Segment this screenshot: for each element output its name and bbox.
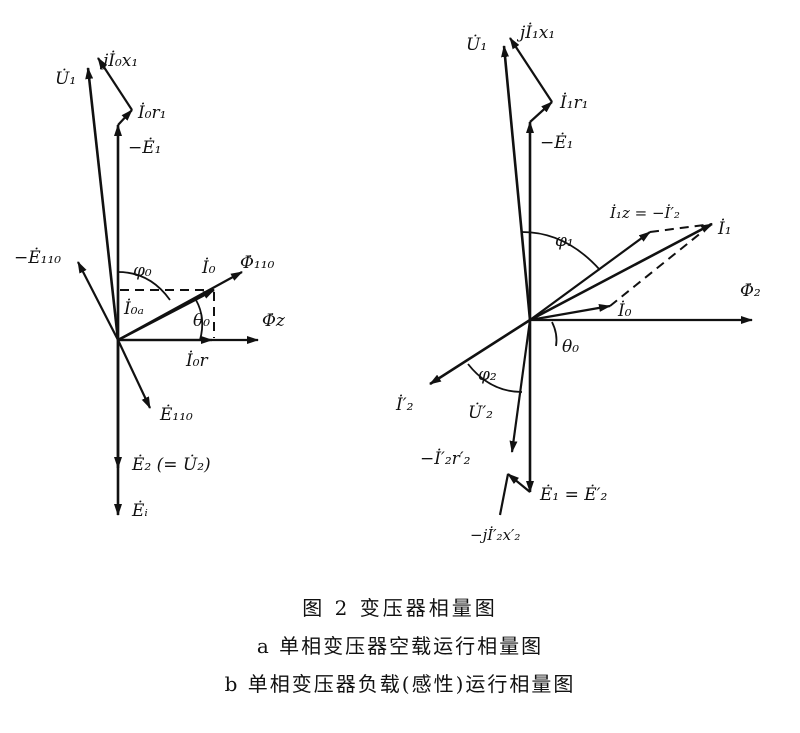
label-phi1: φ₁ (555, 231, 574, 251)
arc-theta0-a (195, 299, 204, 341)
label-i0r: İ₀r (185, 350, 209, 371)
label-e110: Ė₁₁₀ (159, 404, 193, 425)
label-i1: İ₁ (717, 218, 732, 239)
vector-i2p (429, 318, 531, 386)
vector-u2p (509, 319, 532, 453)
diagram-a: U̇₁ jİ₀x₁ İ₀r₁ −Ė₁ −Ė₁₁₀ φ₀ İ₀ Φ̇₁₁₀ İ₀ₐ… (14, 50, 286, 521)
vector-i1 (529, 222, 713, 322)
vector-i0-b (529, 303, 611, 322)
label-neg-ji2x2: −jİ′₂x′₂ (470, 526, 520, 544)
label-phi110: Φ̇₁₁₀ (240, 253, 275, 273)
figure-caption-title: 图 2 变压器相量图 (302, 596, 498, 620)
vector-ji1x1 (509, 37, 553, 103)
label-phi0: φ₀ (133, 261, 152, 281)
label-i2p: İ′₂ (395, 394, 414, 415)
label-e2-a: Ė₂ (= U̇₂) (131, 454, 211, 475)
vector-neg-i2r2 (507, 473, 531, 493)
label-neg-e1-a: −Ė₁ (128, 137, 161, 158)
arc-phi2 (467, 363, 523, 393)
label-theta0-b: θ₀ (562, 337, 579, 357)
label-theta0-a: θ₀ (193, 311, 210, 331)
dash-i0-to-i1 (609, 223, 713, 307)
label-i1r1: İ₁r₁ (559, 92, 588, 113)
label-u2p: U̇′₂ (468, 403, 493, 423)
figure-caption-b: b 单相变压器负载(感性)运行相量图 (224, 672, 576, 696)
label-phi2-angle: φ₂ (478, 365, 497, 385)
vector-neg-ji2x2 (498, 473, 510, 516)
label-e1-eq-e2p: Ė₁ = Ė′₂ (539, 484, 608, 505)
diagram-b: U̇₁ jİ₁x₁ İ₁r₁ −Ė₁ φ₁ İ₁z = −İ′₂ İ₁ Φ̇₂ … (395, 22, 761, 544)
label-neg-e1-b: −Ė₁ (540, 132, 573, 153)
label-i1z: İ₁z = −İ′₂ (609, 204, 680, 222)
vector-u1-a (85, 67, 120, 341)
arc-phi1 (521, 231, 601, 271)
vector-i0-a (117, 288, 215, 342)
label-neg-i2r2: −İ′₂r′₂ (420, 448, 471, 469)
label-u1-a: U̇₁ (55, 69, 76, 89)
label-ji1x1: jİ₁x₁ (516, 22, 555, 43)
vector-ji0x1-a (97, 57, 133, 111)
figure-caption-a: a 单相变压器空载运行相量图 (256, 634, 544, 658)
label-i0-a: İ₀ (201, 257, 216, 278)
arc-phi0-a (117, 271, 171, 301)
vector-e110 (117, 339, 151, 409)
vector-i1r1 (529, 101, 553, 123)
label-ji0x1: jİ₀x₁ (99, 50, 138, 71)
vector-i1z (529, 231, 651, 321)
label-u1-b: U̇₁ (466, 35, 487, 55)
label-i0a: İ₀ₐ (123, 298, 144, 319)
label-i0r1: İ₀r₁ (137, 102, 166, 123)
vector-u1-b (501, 45, 532, 321)
label-phi2: Φ̇₂ (740, 281, 761, 301)
label-neg-e110: −Ė₁₁₀ (14, 247, 61, 268)
vector-neg-e110 (77, 261, 119, 341)
label-phiz: Φ̇z (262, 311, 286, 331)
label-i0-b: İ₀ (617, 300, 632, 321)
label-ei-a: Ėᵢ (131, 500, 148, 521)
dash-i1z-to-i1 (649, 223, 713, 233)
arc-theta0-b (551, 321, 558, 347)
vector-i0r1-a (117, 109, 133, 126)
